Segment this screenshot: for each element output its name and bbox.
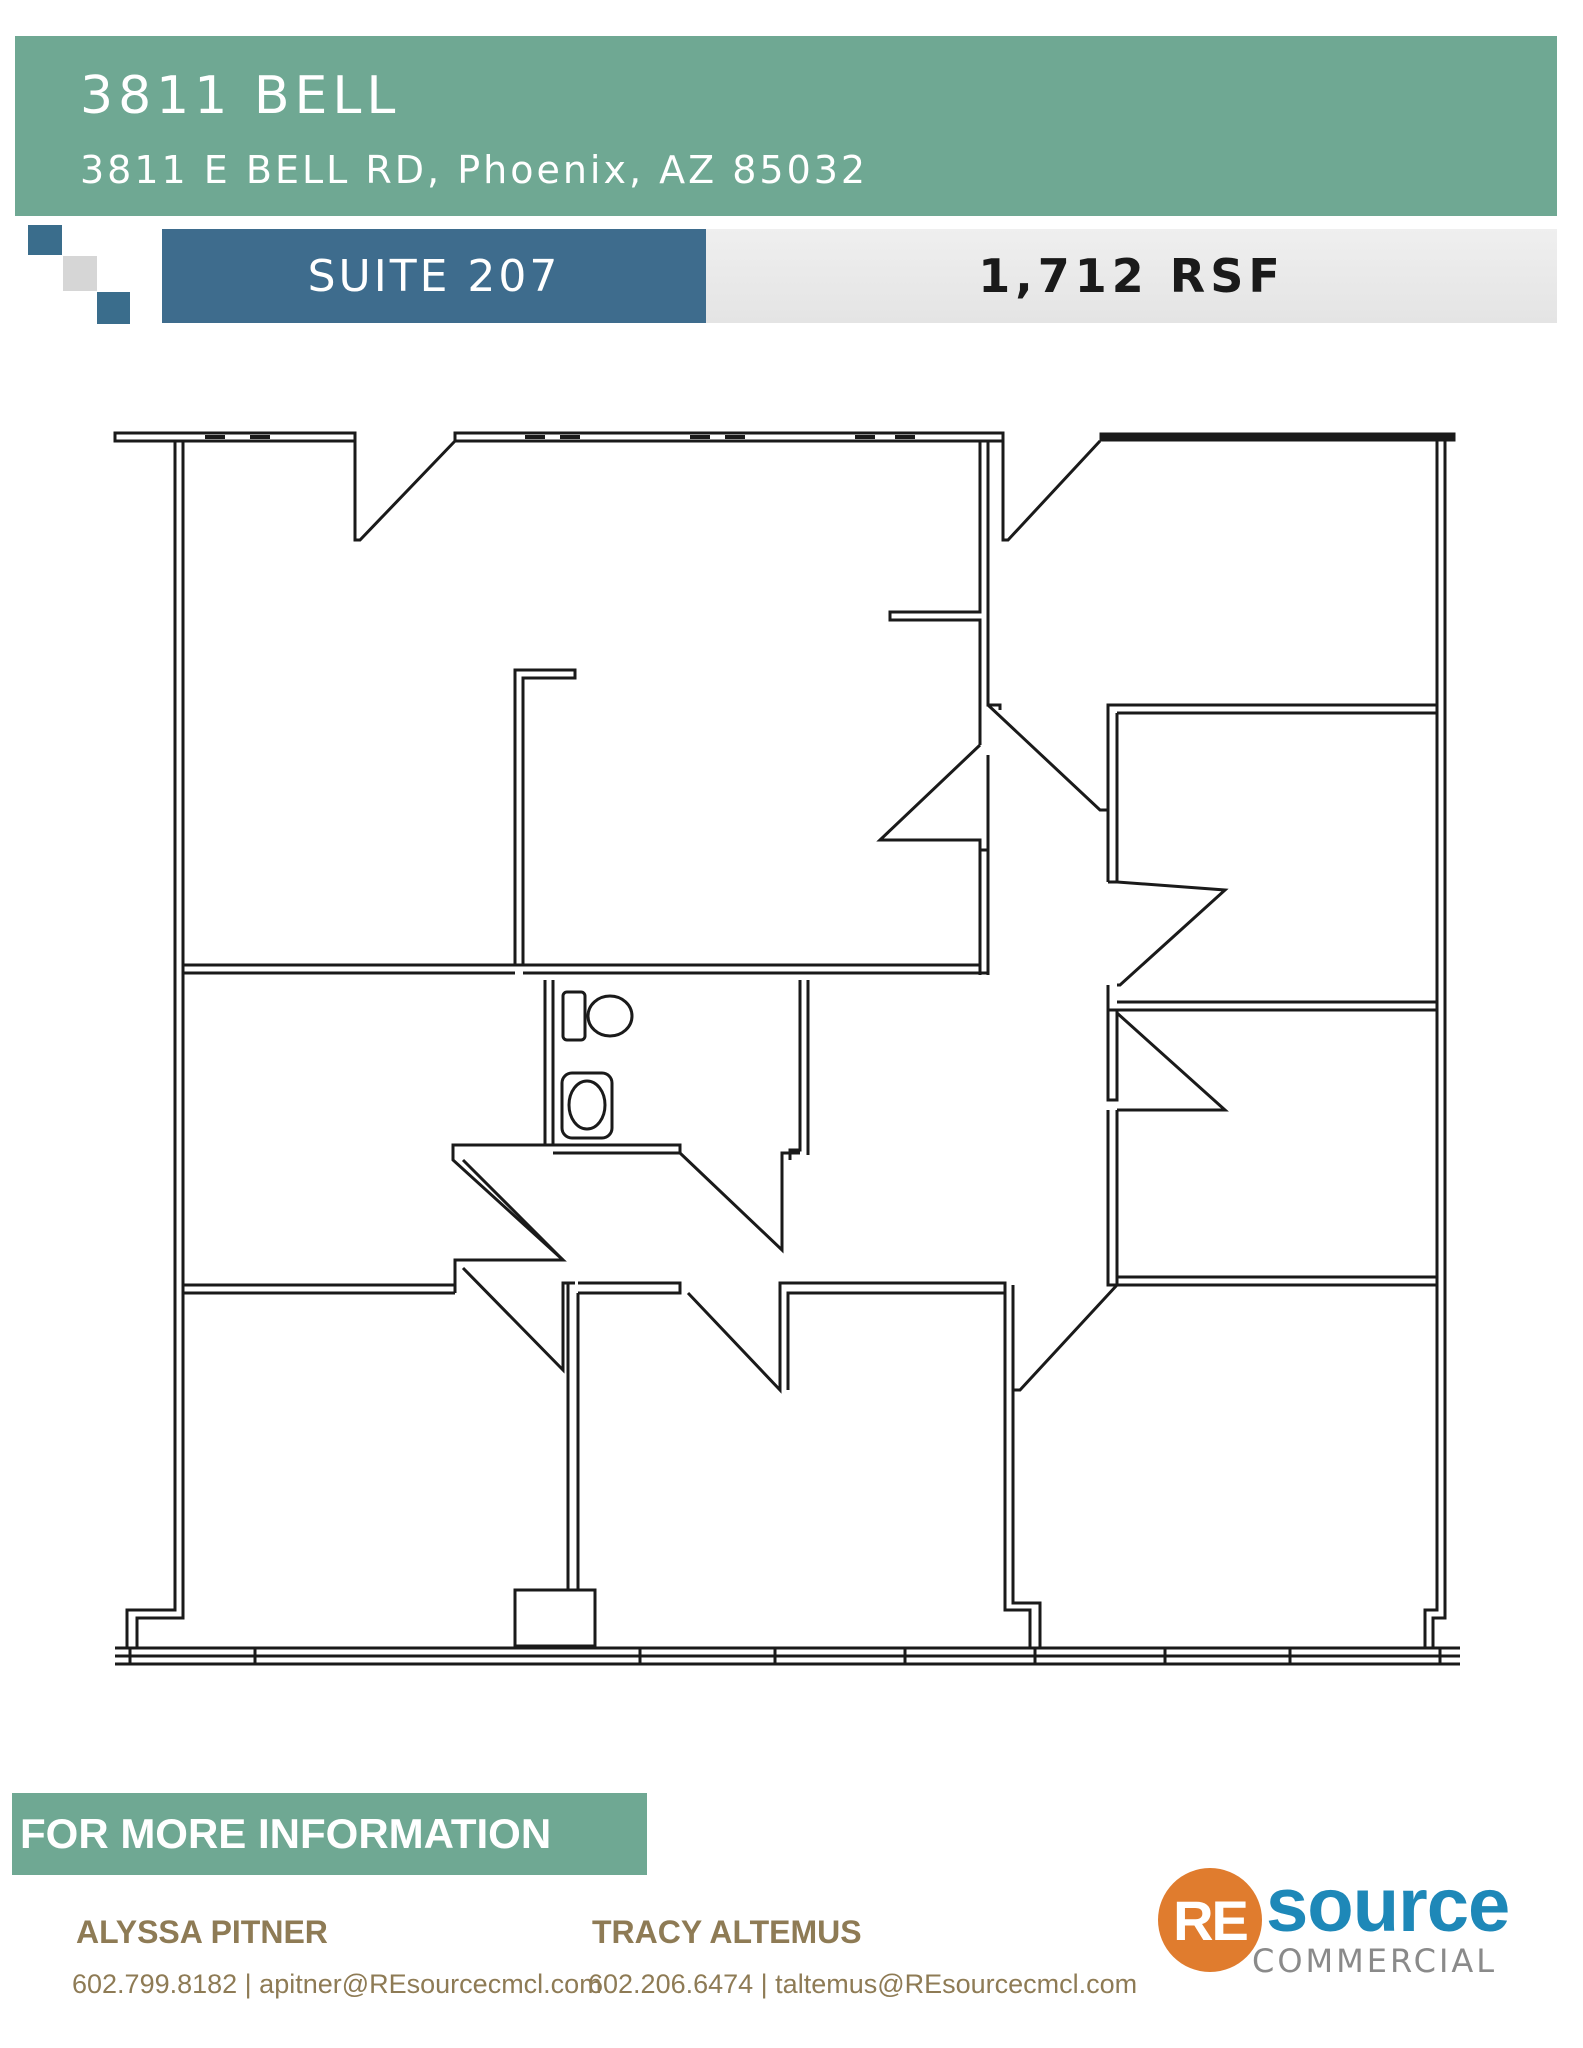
contact-card: ALYSSA PITNER 602.799.8182 | apitner@REs… (72, 1914, 602, 2000)
decorative-square-icon (63, 256, 97, 291)
logo-sub: COMMERCIAL (1252, 1942, 1498, 1980)
contact-details[interactable]: 602.206.6474 | taltemus@REsourcecmcl.com (588, 1969, 1138, 1999)
resource-commercial-logo: RE source COMMERCIAL (1158, 1863, 1510, 1980)
property-name: 3811 BELL (80, 66, 401, 126)
decorative-square-icon (28, 225, 62, 255)
info-heading-band: FOR MORE INFORMATION (12, 1793, 647, 1875)
property-address: 3811 E BELL RD, Phoenix, AZ 85032 (80, 148, 869, 192)
contact-card: TRACY ALTEMUS 602.206.6474 | taltemus@RE… (588, 1914, 1137, 2000)
logo-mark: RE (1173, 1888, 1249, 1952)
contact-details[interactable]: 602.799.8182 | apitner@REsourcecmcl.com (72, 1969, 602, 1999)
suite-box: SUITE 207 (162, 229, 706, 323)
logo-word: source (1266, 1863, 1510, 1948)
rsf-box: 1,712 RSF (706, 229, 1557, 323)
rsf-area: 1,712 RSF (978, 249, 1285, 303)
contact-name: ALYSSA PITNER (76, 1914, 328, 1950)
suite-label: SUITE 207 (307, 250, 561, 302)
logo-circle-icon: RE (1158, 1868, 1262, 1972)
contact-name: TRACY ALTEMUS (592, 1914, 862, 1950)
decorative-square-icon (97, 292, 130, 324)
info-heading: FOR MORE INFORMATION (20, 1810, 552, 1857)
header-band: 3811 BELL 3811 E BELL RD, Phoenix, AZ 85… (15, 36, 1557, 216)
floor-plan-drawing (113, 431, 1460, 1666)
